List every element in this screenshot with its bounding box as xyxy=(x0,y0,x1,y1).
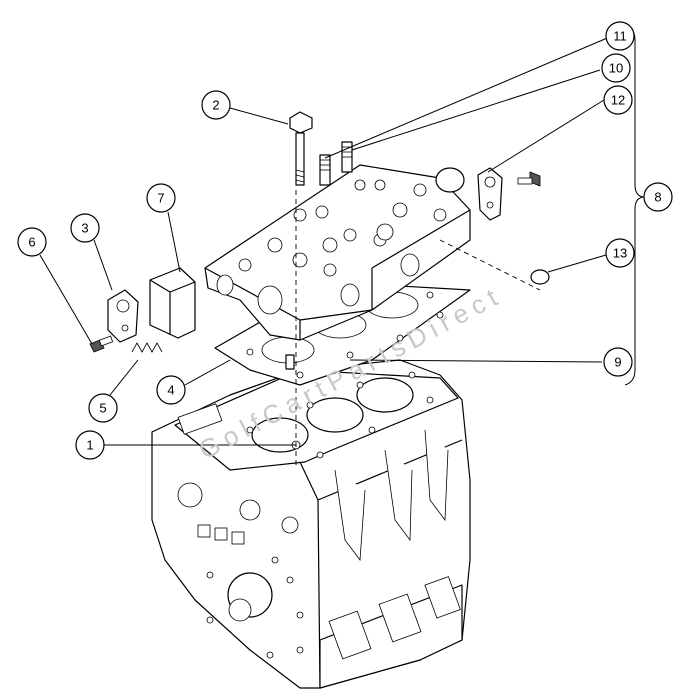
callout-13: 13 xyxy=(605,238,635,268)
callout-label-3: 3 xyxy=(81,221,88,236)
cylinder-block xyxy=(151,359,471,689)
head-bolt xyxy=(289,111,313,186)
callout-11: 11 xyxy=(605,21,635,51)
stud-10 xyxy=(341,141,353,173)
callout-4: 4 xyxy=(156,375,186,405)
flange-plate xyxy=(477,167,503,221)
callout-8: 8 xyxy=(643,182,673,212)
callout-label-7: 7 xyxy=(157,191,164,206)
callout-9: 9 xyxy=(603,347,633,377)
lifting-bracket xyxy=(149,267,196,339)
callout-label-13: 13 xyxy=(613,246,627,261)
leader-lines xyxy=(39,35,613,446)
cylinder-head xyxy=(204,164,471,341)
callout-10: 10 xyxy=(601,53,631,83)
callout-label-10: 10 xyxy=(609,61,623,76)
callout-3: 3 xyxy=(70,213,100,243)
dowel-stud xyxy=(285,354,295,370)
callout-1: 1 xyxy=(75,430,105,460)
callout-label-6: 6 xyxy=(28,235,35,250)
spring xyxy=(131,342,163,353)
expansion-plug xyxy=(530,269,550,285)
callout-label-1: 1 xyxy=(86,438,93,453)
plug-cap xyxy=(435,167,465,193)
stud-11 xyxy=(319,154,331,186)
callout-label-8: 8 xyxy=(654,190,661,205)
callout-6: 6 xyxy=(17,227,47,257)
callout-label-9: 9 xyxy=(614,355,621,370)
small-bolt xyxy=(89,335,114,353)
callout-label-12: 12 xyxy=(611,93,625,108)
mounting-plate xyxy=(107,289,139,343)
callout-7: 7 xyxy=(146,183,176,213)
flange-bolt xyxy=(517,171,541,187)
callout-12: 12 xyxy=(603,85,633,115)
callout-label-4: 4 xyxy=(167,383,174,398)
callout-label-5: 5 xyxy=(99,401,106,416)
callout-label-11: 11 xyxy=(613,29,627,44)
callout-5: 5 xyxy=(88,393,118,423)
callout-label-2: 2 xyxy=(212,98,219,113)
callout-2: 2 xyxy=(201,90,231,120)
group-bracket xyxy=(624,24,646,386)
